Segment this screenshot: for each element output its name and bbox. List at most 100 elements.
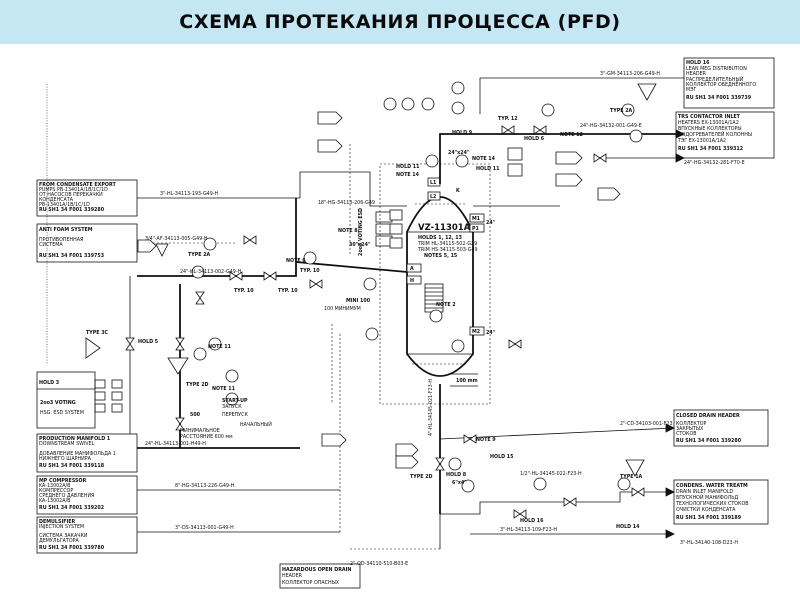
typ10a: TYP. 10: [300, 268, 320, 274]
line-lean: 3"-GM-34113-206-G49-H: [600, 71, 660, 77]
hold16: HOLD 16: [520, 518, 544, 524]
hold5: HOLD 5: [138, 339, 158, 345]
svg-text:ОЧИСТКИ КОНДЕНСАТА: ОЧИСТКИ КОНДЕНСАТА: [676, 507, 736, 513]
nozzle-m2-label: M2: [472, 329, 480, 335]
nozzle-l2-label: L2: [430, 194, 436, 200]
box-demulsifier: DEMULSIFIER INJECTION SYSTEM СИСТЕМА ЗАК…: [36, 516, 138, 554]
label-start-noz: НАЧАЛЬНЫЙ: [240, 421, 272, 428]
valve-icon: [243, 235, 257, 245]
note2: NOTE 2: [436, 302, 456, 308]
svg-text:HSG. ESD SYSTEM: HSG. ESD SYSTEM: [40, 410, 84, 416]
top-nozzle-size: 24"x24": [448, 150, 470, 156]
valve-icon: [593, 153, 607, 163]
svg-text:СРЕДНЕГО ДАВЛЕНИЯ: СРЕДНЕГО ДАВЛЕНИЯ: [39, 493, 94, 499]
svg-text:RU SH1 34 F001 339753: RU SH1 34 F001 339753: [39, 253, 104, 259]
label-mini-ru: 100 МИНИМУМ: [324, 306, 361, 312]
svg-text:ANTI FOAM SYSTEM: ANTI FOAM SYSTEM: [39, 227, 93, 233]
svg-text:ВПУСКНЫЕ КОЛЛЕКТОРЫ: ВПУСКНЫЕ КОЛЛЕКТОРЫ: [678, 126, 742, 132]
svg-text:KA-13002A/B: KA-13002A/B: [39, 498, 70, 504]
hold8: HOLD 8: [446, 472, 467, 478]
instrument-bubble-icon: [461, 479, 475, 493]
page-title: СХЕМА ПРОТЕКАНИЯ ПРОЦЕССА (PFD): [179, 11, 621, 33]
line-bottom3: 3"-HL-34140-108-D23-H: [680, 540, 738, 546]
valve-icon: [175, 417, 185, 431]
hold11: HOLD 11: [476, 166, 499, 172]
note14b: NOTE 14: [472, 156, 496, 162]
instrument-bubble-icon: [225, 392, 239, 406]
valves: [125, 125, 645, 519]
svg-text:ПРОТИВОПЕННАЯ: ПРОТИВОПЕННАЯ: [39, 237, 83, 243]
vessel-trim1: TRIM HL-34115-502-G29: [417, 241, 477, 247]
svg-text:RU SH1 34 F001 339280: RU SH1 34 F001 339280: [676, 438, 742, 444]
note12: NOTE 12: [560, 132, 583, 138]
page-connector-arrow-icon: [555, 151, 583, 165]
svg-text:RU SH1 34 F001 339202: RU SH1 34 F001 339202: [39, 505, 104, 511]
valve-icon: [175, 337, 185, 351]
svg-text:ДОБАВЛЕНИЕ МАНИФОЛЬДА 1: ДОБАВЛЕНИЕ МАНИФОЛЬДА 1: [39, 451, 116, 457]
svg-text:ТЕХНОЛОГИЧЕСКИХ СТОКОВ: ТЕХНОЛОГИЧЕСКИХ СТОКОВ: [675, 501, 749, 507]
label-min-dist: 500: [190, 412, 201, 418]
box-contactor: TRS CONTACTOR INLET HEATERS EX-13001A/1A…: [675, 111, 775, 159]
page-connector-arrow-icon: [555, 173, 583, 187]
svg-text:PUMPS PB-13401A/1B/1C/1D: PUMPS PB-13401A/1B/1C/1D: [39, 187, 108, 193]
instrument-bubble-icon: [208, 337, 222, 351]
line-contactor: 24"-HG-34132-001-G49-E: [580, 123, 642, 129]
line-demuls: 3"-DS-34113-001-G49-H: [175, 525, 234, 531]
svg-text:ОТ НАСОСОВ ПЕРЕКАЧКИ: ОТ НАСОСОВ ПЕРЕКАЧКИ: [39, 192, 103, 198]
svg-text:ТЭГ EX-13001A/1A2: ТЭГ EX-13001A/1A2: [677, 138, 726, 144]
svg-text:CONDENS. WATER TREATM: CONDENS. WATER TREATM: [676, 483, 748, 489]
typ10c: TYP. 10: [278, 288, 298, 294]
box-hold3-esd: HOLD 3 2oo3 VOTING HSG. ESD SYSTEM: [36, 371, 96, 429]
vessel-tag: VZ-11301A: [418, 223, 471, 233]
connectors: [137, 111, 685, 539]
svg-text:CLOSED DRAIN HEADER: CLOSED DRAIN HEADER: [676, 413, 740, 419]
box-condensate: FROM CONDENSATE EXPORT PUMPS PB-13401A/1…: [36, 179, 138, 217]
note14a: NOTE 14: [396, 172, 420, 178]
label-min-dist3: РАССТОЯНИЕ 600 мм: [180, 434, 233, 440]
pfd-drawing: VZ-11301A HOLDS 1, 12, 13 TRIM HL-34115-…: [36, 57, 775, 589]
line-production: 24"-HL-34113-001-H49-H: [145, 441, 206, 447]
hold6: HOLD 6: [524, 136, 545, 142]
svg-text:ПОДОГРЕВАТЕЛЕЙ КОЛОННЫ: ПОДОГРЕВАТЕЛЕЙ КОЛОННЫ: [678, 131, 752, 138]
svg-text:RU SH1 34 F001 339780: RU SH1 34 F001 339780: [39, 545, 105, 551]
valve-icon: [309, 279, 323, 289]
type3c: TYPE 3C: [86, 330, 109, 336]
valve-icon: [263, 271, 277, 281]
svg-text:HEADER: HEADER: [282, 573, 303, 579]
instrument-bubble-icon: [365, 327, 379, 341]
nozzle-p1: [469, 223, 485, 233]
vessel-trim2: TRIM HS-34115-503-G49: [417, 247, 478, 253]
page-connector-arrow-icon: [317, 139, 343, 153]
note11a: NOTE 11: [208, 344, 231, 350]
svg-text:FROM CONDENSATE EXPORT: FROM CONDENSATE EXPORT: [39, 182, 116, 188]
svg-text:TRS CONTACTOR INLET: TRS CONTACTOR INLET: [678, 114, 741, 120]
relief-devices: [85, 83, 657, 477]
instrument-bubble-icon: [541, 103, 555, 117]
valve-icon: [463, 434, 477, 444]
svg-text:СТОКОВ: СТОКОВ: [676, 431, 697, 437]
box-closed-drain: CLOSED DRAIN HEADER КОЛЛЕКТОР ЗАКРЫТЫХ С…: [673, 409, 769, 447]
nozzle-m2: [469, 326, 485, 336]
line-bottom2: 3"-HL-34113-109-F23-H: [500, 527, 557, 533]
instrument-bubble-icon: [451, 339, 465, 353]
instrument-bubble-icon: [425, 154, 439, 168]
svg-text:DEMULSIFIER: DEMULSIFIER: [39, 519, 76, 525]
pressure-relief-icon: [625, 459, 645, 477]
pressure-relief-icon: [85, 337, 101, 359]
vessel-notes: NOTES 5, 15: [424, 253, 457, 259]
instrument-bubble-icon: [363, 277, 377, 291]
svg-text:КОМПРЕССОР: КОМПРЕССОР: [39, 488, 73, 494]
page-connector-arrow-icon: [137, 239, 157, 253]
svg-text:RU SH1 34 F001 339280: RU SH1 34 F001 339280: [39, 207, 105, 213]
pressure-relief-icon: [167, 357, 189, 375]
svg-text:RU SH1 34 F001 339312: RU SH1 34 F001 339312: [678, 146, 743, 152]
label-bypass-ru: ПЕРЕПУСК: [222, 412, 248, 418]
hold14: HOLD 14: [616, 524, 640, 530]
svg-text:НИЖНЕГО ШАРНИРА: НИЖНЕГО ШАРНИРА: [39, 456, 92, 462]
type2a-2: TYPE 2A: [610, 108, 633, 114]
nozzle-m1: [469, 213, 485, 223]
typ12: TYP. 12: [498, 116, 518, 122]
svg-text:ДЕМУЛЬГАТОРА: ДЕМУЛЬГАТОРА: [39, 538, 80, 544]
label-dn30: 30"x24": [349, 242, 371, 248]
line-top: 18"-HG-34113-206-G49: [318, 200, 375, 206]
